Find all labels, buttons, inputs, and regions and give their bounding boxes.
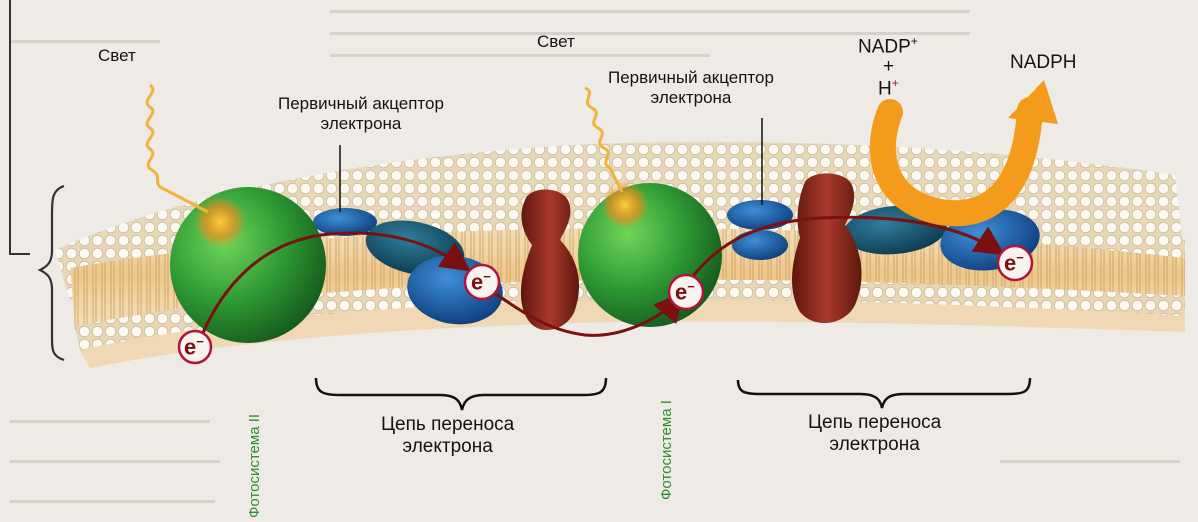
electron-label-4: e− [1004,250,1024,276]
membrane-brace [40,186,64,360]
cytochrome-complex-1 [521,190,579,331]
photosystem-2 [170,187,326,343]
photosystem-2-label: Фотосистема II [246,414,263,518]
chain-brace-1 [316,378,606,410]
photosystem-1-label: Фотосистема I [658,400,675,500]
photosystem-1-glow [601,181,649,229]
left-bracket [10,0,30,254]
carrier-blue-2 [732,230,788,260]
h-label: H+ [878,76,899,100]
plus-label: + [883,56,894,78]
electron-label-3: e− [675,279,695,305]
electron-label-2: e− [471,269,491,295]
chain-brace-2 [738,378,1030,408]
nadp-label: NADP+ [858,34,918,58]
chain-label-2: Цепь переноса электрона [808,412,941,456]
chain-label-1: Цепь переноса электрона [381,414,514,458]
light-label-2: Свет [537,32,575,52]
light-label-1: Свет [98,46,136,66]
primary-acceptor-label-1: Первичный акцептор электрона [278,94,444,134]
electron-label-1: e− [184,334,204,360]
nadph-arrow-head [1008,80,1058,124]
nadph-label: NADPH [1010,52,1077,74]
photosystem-1 [578,183,722,327]
primary-acceptor-2 [727,200,793,230]
light-ray-1 [147,85,208,212]
cytochrome-complex-2 [792,173,862,323]
photosystem-2-glow [194,196,246,248]
primary-acceptor-label-2: Первичный акцептор электрона [608,68,774,108]
